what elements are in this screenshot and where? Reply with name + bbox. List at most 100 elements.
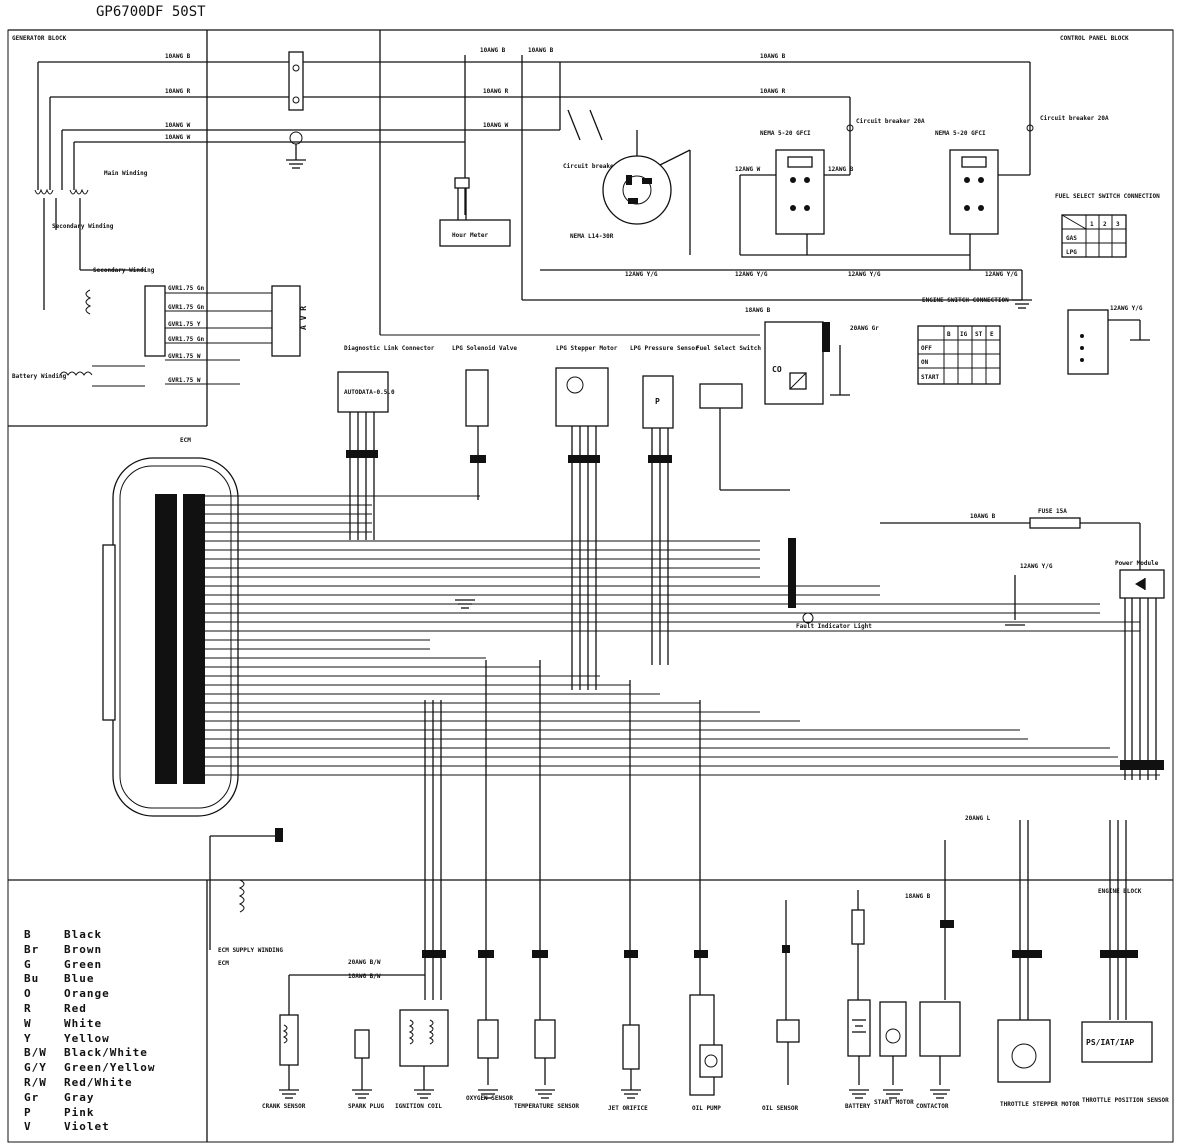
svg-text:GVR1.75 Gn: GVR1.75 Gn xyxy=(168,336,205,343)
legend-row: B/W Black/White xyxy=(24,1046,194,1061)
svg-text:Main Winding: Main Winding xyxy=(104,170,148,177)
svg-text:E: E xyxy=(990,331,994,338)
svg-text:10AWG W: 10AWG W xyxy=(165,122,191,129)
diagnostic-link-connector: Diagnostic Link Connector AUTODATA-0.5.0 xyxy=(337,345,435,540)
circuit-breaker-20a-1: Circuit breaker 20A xyxy=(846,118,925,132)
crank-sensor: CRANK SENSOR xyxy=(262,974,425,1110)
svg-text:2: 2 xyxy=(1103,221,1107,228)
contactor: CONTACTOR xyxy=(916,1001,961,1110)
svg-text:12AWG Y/G: 12AWG Y/G xyxy=(1020,563,1053,570)
legend-row: G Green xyxy=(24,958,194,973)
fuel-select-switch-table: FUEL SELECT SWITCH CONNECTION 1 2 3 GAS … xyxy=(1055,193,1160,258)
svg-text:ON: ON xyxy=(921,359,929,366)
svg-text:ENGINE SWITCH CONNECTION: ENGINE SWITCH CONNECTION xyxy=(922,297,1009,304)
svg-text:Secondary Winding: Secondary Winding xyxy=(52,223,114,230)
svg-text:GVR1.75 W: GVR1.75 W xyxy=(168,377,201,384)
svg-text:BATTERY: BATTERY xyxy=(845,1103,871,1110)
svg-text:GVR1.75 Gn: GVR1.75 Gn xyxy=(168,304,205,311)
legend-code: P xyxy=(24,1105,32,1119)
svg-text:SPARK PLUG: SPARK PLUG xyxy=(348,1103,385,1110)
svg-text:10AWG B: 10AWG B xyxy=(165,53,191,60)
battery-winding: Battery Winding xyxy=(12,365,145,387)
hour-meter: Hour Meter xyxy=(439,177,511,247)
svg-text:CONTACTOR: CONTACTOR xyxy=(916,1103,949,1110)
svg-text:FUSE 15A: FUSE 15A xyxy=(1038,508,1067,515)
svg-text:A V R: A V R xyxy=(299,306,308,330)
legend-color-name: Blue xyxy=(64,972,95,986)
svg-text:10AWG B: 10AWG B xyxy=(760,53,786,60)
circuit-breaker-30a: Circuit breaker 30A 2P xyxy=(563,109,643,170)
jet-orifice: JET ORIFICE xyxy=(608,1024,648,1112)
svg-text:10AWG B: 10AWG B xyxy=(528,47,554,54)
legend-code: G/Y xyxy=(24,1061,47,1075)
svg-text:B: B xyxy=(947,331,951,338)
svg-text:IGNITION COIL: IGNITION COIL xyxy=(395,1103,442,1110)
svg-text:LPG Stepper Motor: LPG Stepper Motor xyxy=(556,345,618,352)
legend-color-name: Yellow xyxy=(64,1031,110,1045)
legend-code: B/W xyxy=(24,1046,47,1060)
svg-text:10AWG B: 10AWG B xyxy=(970,513,996,520)
legend-code: G xyxy=(24,957,32,971)
svg-text:Fault Indicator Light: Fault Indicator Light xyxy=(796,623,872,630)
legend-code: Br xyxy=(24,942,40,956)
circuit-breaker-20a-2: Circuit breaker 20A xyxy=(1026,115,1109,132)
svg-text:ST: ST xyxy=(975,331,983,338)
legend-color-name: Green/Yellow xyxy=(64,1061,156,1075)
start-motor: START MOTOR xyxy=(874,1001,914,1106)
svg-text:ECM: ECM xyxy=(218,960,229,967)
svg-text:START: START xyxy=(921,374,939,381)
svg-text:GAS: GAS xyxy=(1066,235,1077,242)
nema-gfci-outlet-1: NEMA 5-20 GFCI 12AWG W 12AWG B xyxy=(735,130,854,255)
svg-text:JET ORIFICE: JET ORIFICE xyxy=(608,1105,648,1112)
ecm-connector: ECM xyxy=(102,437,239,817)
svg-text:ECM SUPPLY WINDING: ECM SUPPLY WINDING xyxy=(218,947,283,954)
svg-text:12AWG Y/G: 12AWG Y/G xyxy=(985,271,1018,278)
svg-text:CO: CO xyxy=(772,365,782,374)
svg-text:NEMA L14-30R: NEMA L14-30R xyxy=(570,233,614,240)
svg-text:10AWG R: 10AWG R xyxy=(483,88,509,95)
legend-code: Gr xyxy=(24,1090,40,1104)
svg-text:3: 3 xyxy=(1116,221,1120,228)
svg-text:20AWG Gr: 20AWG Gr xyxy=(850,325,879,332)
spark-plug: SPARK PLUG xyxy=(348,1029,385,1110)
battery: BATTERY xyxy=(845,890,871,1110)
svg-text:THROTTLE POSITION SENSOR: THROTTLE POSITION SENSOR xyxy=(1082,1097,1169,1104)
oil-sensor: OIL SENSOR xyxy=(762,1019,800,1112)
legend-color-name: Black/White xyxy=(64,1046,148,1060)
engine-block-label: ENGINE BLOCK xyxy=(1098,888,1142,895)
legend-code: Bu xyxy=(24,972,40,986)
svg-text:Circuit breaker 30A 2P: Circuit breaker 30A 2P xyxy=(563,163,643,170)
diagram-title: GP6700DF 50ST xyxy=(96,4,206,20)
legend-code: R/W xyxy=(24,1075,47,1089)
secondary-winding: Secondary Winding Secondary Winding xyxy=(52,223,155,315)
svg-text:START MOTOR: START MOTOR xyxy=(874,1099,914,1106)
svg-text:Hour Meter: Hour Meter xyxy=(452,232,489,239)
svg-text:12AWG Y/G: 12AWG Y/G xyxy=(625,271,658,278)
legend-color-name: Gray xyxy=(64,1090,95,1104)
legend-row: Bu Blue xyxy=(24,972,194,987)
svg-text:LPG Pressure Sensor: LPG Pressure Sensor xyxy=(630,345,699,352)
svg-text:10AWG R: 10AWG R xyxy=(165,88,191,95)
svg-text:10AWG W: 10AWG W xyxy=(165,134,191,141)
svg-text:LPG: LPG xyxy=(1066,249,1077,256)
throttle-stepper-motor: THROTTLE STEPPER MOTOR xyxy=(997,1019,1080,1108)
svg-text:Secondary Winding: Secondary Winding xyxy=(93,267,155,274)
lpg-stepper-motor: LPG Stepper Motor xyxy=(555,345,618,690)
svg-text:10AWG R: 10AWG R xyxy=(760,88,786,95)
ground-symbols xyxy=(279,599,950,1099)
svg-text:10AWG B: 10AWG B xyxy=(480,47,506,54)
lpg-solenoid-valve: LPG Solenoid Valve xyxy=(452,345,517,500)
legend-color-name: Green xyxy=(64,957,103,971)
svg-text:12AWG W: 12AWG W xyxy=(735,166,761,173)
svg-text:12AWG Y/G: 12AWG Y/G xyxy=(848,271,881,278)
power-module: Power Module 12AWG Y/G xyxy=(1005,560,1165,780)
